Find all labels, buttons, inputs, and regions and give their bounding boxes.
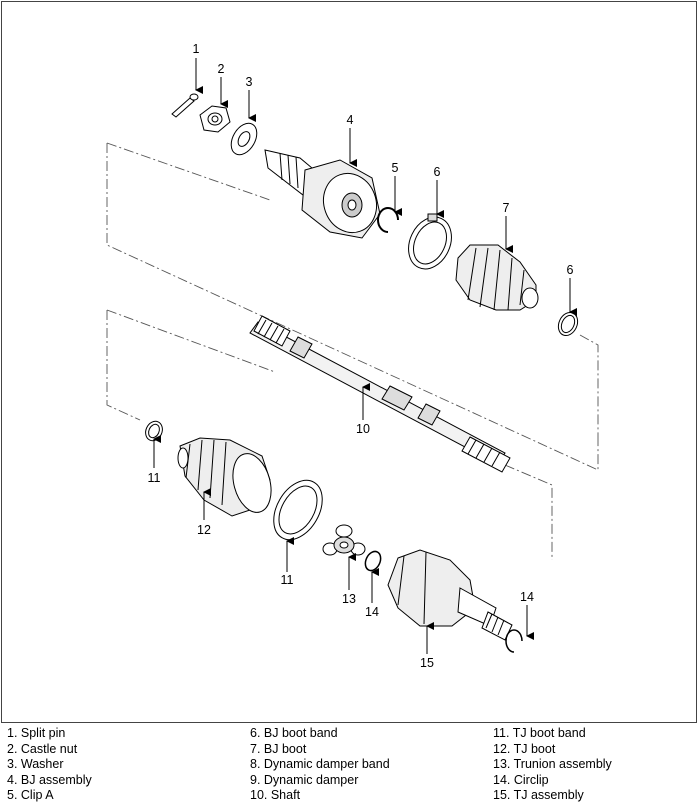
legend-item: 14. Circlip [493,772,549,787]
callout-2: 2 [218,62,225,76]
parts-legend: 1. Split pin 2. Castle nut 3. Washer 4. … [0,723,700,809]
legend-item: 3. Washer [7,757,64,772]
callout-15: 15 [420,656,434,670]
legend-item: 2. Castle nut [7,741,78,756]
legend-item: 4. BJ assembly [7,772,92,787]
callout-labels: 1 2 3 4 5 6 7 6 10 11 12 11 13 14 15 14 [148,42,574,670]
diagram-frame [1,1,697,723]
callout-4: 4 [347,113,354,127]
callout-11-left: 11 [148,471,161,485]
callout-13: 13 [342,592,356,606]
callout-1: 1 [193,42,200,56]
callout-7: 7 [503,201,510,215]
callout-14-middle: 14 [365,605,379,619]
legend-item: 11. TJ boot band [493,726,586,740]
tj-boot-band-large-part [273,479,323,541]
callout-3: 3 [246,75,253,89]
legend-item: 5. Clip A [7,788,54,803]
bj-boot-band-small-part [557,311,579,337]
trunion-assembly-part [322,524,366,556]
legend-item: 13. Trunion assembly [493,757,612,772]
legend-item: 7. BJ boot [250,741,307,756]
tj-boot-part [177,437,272,517]
legend-item: 8. Dynamic damper band [250,757,390,772]
legend-item: 1. Split pin [7,726,66,740]
callout-5: 5 [392,161,399,175]
callout-6-upper: 6 [434,165,441,179]
legend-item: 15. TJ assembly [493,788,584,803]
callout-14-end: 14 [520,590,534,604]
bj-assembly-part [264,149,381,239]
legend-item: 6. BJ boot band [250,726,338,740]
assembly-guide-lines [106,142,599,560]
circlip-middle-part [364,550,382,572]
tj-assembly-part [387,549,513,641]
legend-item: 12. TJ boot [493,741,556,756]
callout-12: 12 [197,523,211,537]
split-pin-part [171,93,199,118]
shaft-part [249,315,511,473]
legend-column-3: 11. TJ boot band 12. TJ boot 13. Trunion… [493,726,612,804]
legend-item: 10. Shaft [250,788,301,803]
bj-boot-part [455,244,539,311]
callout-11-right: 11 [281,573,294,587]
legend-item: 9. Dynamic damper [250,772,359,787]
castle-nut-part [199,105,231,133]
callout-10: 10 [356,422,370,436]
leader-lines [153,58,577,654]
circlip-end-part [505,629,523,653]
exploded-view-diagram: 1 2 3 4 5 6 7 6 10 11 12 11 13 14 15 14 [106,42,599,670]
washer-part [230,122,258,156]
legend-column-1: 1. Split pin 2. Castle nut 3. Washer 4. … [7,726,92,804]
legend-column-2: 6. BJ boot band 7. BJ boot 8. Dynamic da… [250,726,390,804]
callout-6-lower: 6 [567,263,574,277]
bj-boot-band-part [408,213,452,270]
